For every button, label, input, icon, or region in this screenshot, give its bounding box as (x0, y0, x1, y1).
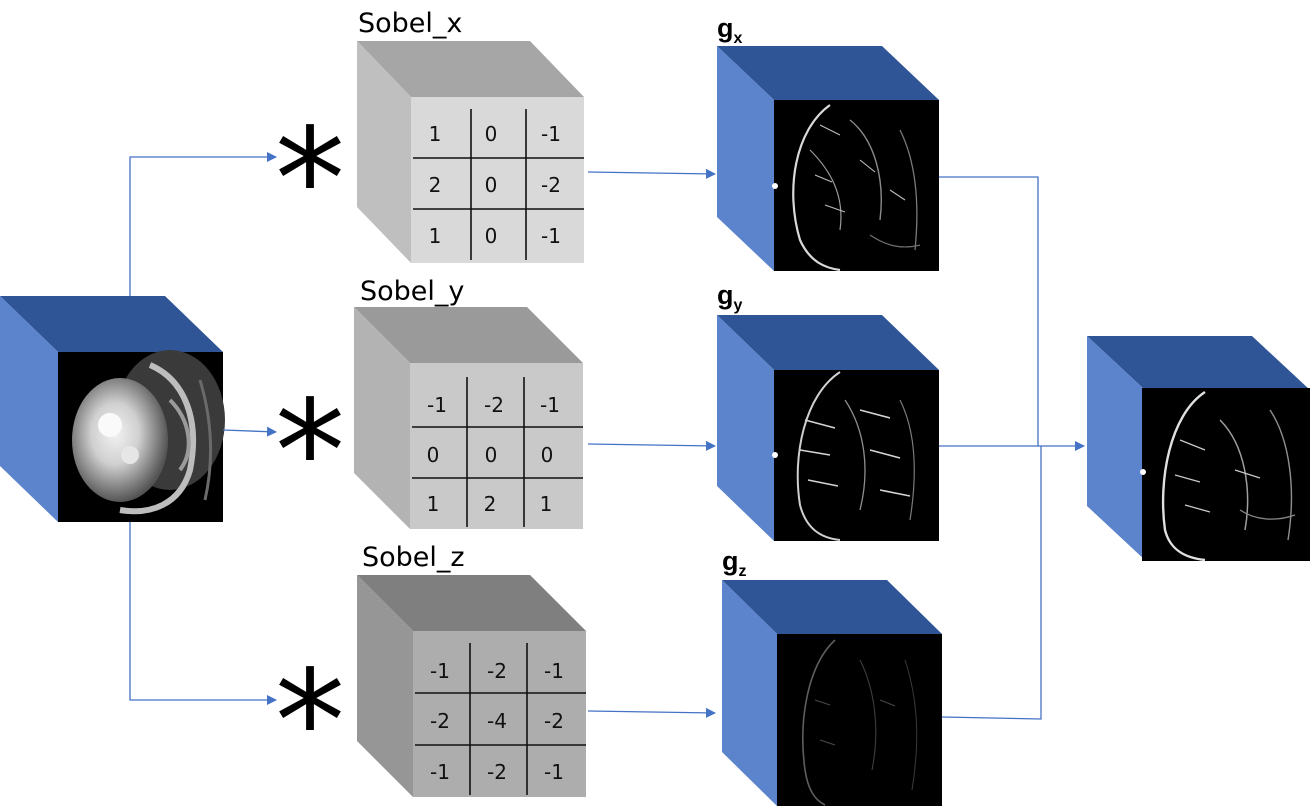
gx-label-sub: x (734, 30, 743, 47)
gx-cube-top (717, 46, 939, 100)
sobel-y-cell-2-2: 1 (540, 492, 553, 516)
sobel-y-side (354, 307, 410, 529)
sobel-x-cell-0-2: -1 (541, 122, 561, 146)
sobel-y-cell-2-0: 1 (427, 492, 440, 516)
sobel-x-cell-2-2: -1 (541, 224, 561, 248)
gz-label-base: g (722, 546, 739, 576)
sobel-x-front (411, 97, 584, 263)
sobel-x-title: Sobel_x (358, 8, 462, 39)
edge-gz-to-merge (941, 446, 1042, 720)
sobel-y-cell-0-2: -1 (540, 393, 560, 417)
output-cube-side (1087, 336, 1145, 560)
sobel-y-cell-2-1: 2 (484, 492, 497, 516)
sobel-z-cell-2-0: -1 (430, 760, 450, 784)
gy-label: gy (717, 280, 743, 314)
sobel-z-top (357, 575, 586, 631)
gx-cube-side (717, 46, 774, 271)
sobel-x-cell-0-0: 1 (429, 122, 442, 146)
input-cube-top (0, 296, 223, 352)
gy-gradient-cube: gy (717, 280, 939, 541)
gx-edge-map (772, 100, 939, 272)
sobel-z-side (357, 575, 413, 797)
sobel-x-kernel-cube: Sobel_x 1 0 -1 2 0 -2 1 0 -1 (357, 8, 584, 263)
output-gradient-magnitude-cube (1087, 336, 1310, 562)
gz-gradient-cube: gz (722, 546, 942, 806)
gx-label: gx (717, 13, 743, 47)
sobel-z-cell-0-1: -2 (487, 659, 507, 683)
edge-input-to-sobel-x (129, 152, 277, 296)
gz-cube-side (722, 580, 777, 806)
gz-label-sub: z (739, 563, 747, 580)
gy-label-sub: y (734, 297, 743, 314)
convolution-operator-x: * (275, 99, 345, 262)
edge-sobel-x-to-gx (587, 168, 716, 179)
sobel-y-cell-0-1: -2 (484, 393, 504, 417)
sobel-z-cell-0-0: -1 (430, 659, 450, 683)
convolution-operator-z: * (275, 641, 345, 804)
output-cube-top (1087, 336, 1310, 390)
mri-input-slice (58, 350, 225, 522)
sobel-z-cell-1-1: -4 (487, 709, 507, 733)
sobel-z-cell-2-2: -1 (544, 760, 564, 784)
edge-input-to-sobel-y (222, 426, 277, 437)
sobel-y-cell-0-0: -1 (427, 393, 447, 417)
edge-gx-to-merge (939, 176, 1039, 446)
input-cube-side (0, 296, 58, 522)
edge-sobel-y-to-gy (587, 440, 716, 451)
sobel-z-kernel-cube: Sobel_z -1 -2 -1 -2 -4 -2 -1 -2 -1 (357, 542, 586, 797)
sobel-z-front (413, 631, 586, 797)
sobel-x-side (357, 41, 411, 263)
convolution-operator-y: * (275, 371, 345, 534)
sobel-z-title: Sobel_z (362, 542, 465, 573)
gz-edge-map (777, 634, 942, 806)
gx-gradient-cube: gx (717, 13, 939, 272)
output-edge-map (1140, 388, 1310, 562)
sobel-x-cell-1-2: -2 (541, 173, 561, 197)
sobel-x-cell-2-0: 1 (429, 224, 442, 248)
sobel-x-top (357, 41, 584, 97)
sobel-y-title: Sobel_y (360, 276, 464, 307)
gz-label: gz (722, 546, 747, 580)
input-volume-cube (0, 296, 225, 522)
sobel-y-kernel-cube: Sobel_y -1 -2 -1 0 0 0 1 2 1 (354, 276, 583, 529)
gy-label-base: g (717, 280, 734, 310)
gy-edge-map (772, 370, 939, 541)
sobel-x-cell-1-1: 0 (485, 173, 498, 197)
edge-sobel-z-to-gz (587, 707, 716, 718)
sobel-x-cell-0-1: 0 (485, 122, 498, 146)
edge-input-to-sobel-z (129, 522, 277, 705)
sobel-x-cell-1-0: 2 (429, 173, 442, 197)
sobel-y-cell-1-1: 0 (485, 443, 498, 467)
gy-cube-side (717, 315, 774, 541)
gy-cube-top (717, 315, 939, 370)
sobel-z-cell-1-2: -2 (544, 709, 564, 733)
sobel-y-top (354, 307, 583, 363)
sobel-z-cell-1-0: -2 (430, 709, 450, 733)
input-branch-edges (129, 152, 277, 705)
gx-label-base: g (717, 13, 734, 43)
sobel-x-cell-2-1: 0 (485, 224, 498, 248)
sobel-y-front (410, 363, 583, 529)
sobel-z-cell-0-2: -1 (544, 659, 564, 683)
gz-cube-top (722, 580, 942, 634)
sobel-z-cell-2-1: -2 (487, 760, 507, 784)
sobel-y-cell-1-0: 0 (427, 443, 440, 467)
sobel-y-cell-1-2: 0 (541, 443, 554, 467)
